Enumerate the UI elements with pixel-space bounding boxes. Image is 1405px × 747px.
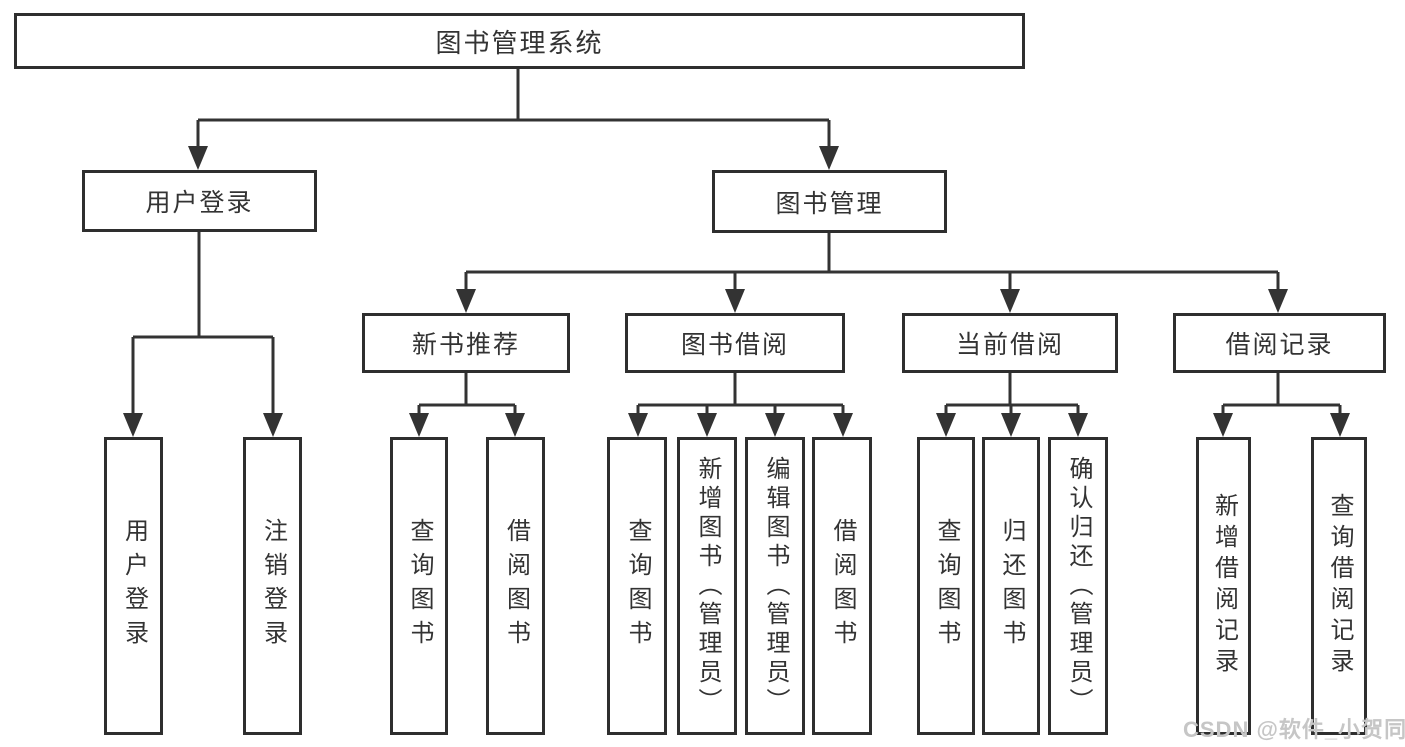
node-label: 查询图书 bbox=[406, 518, 433, 654]
leaf-logout: 注销登录 bbox=[243, 437, 302, 735]
connector-user-login-branch bbox=[131, 230, 275, 421]
node-label: 图书管理 bbox=[775, 189, 884, 218]
node-new-book-recommendation: 新书推荐 bbox=[362, 313, 570, 373]
node-label: 查询图书 bbox=[933, 518, 960, 654]
leaf-edit-book-admin: 编辑图书（管理员） bbox=[745, 437, 805, 735]
watermark: CSDN @软件_小贺同学 bbox=[1183, 717, 1405, 742]
node-borrowing-records: 借阅记录 bbox=[1173, 313, 1386, 373]
leaf-query-books-borrow: 查询图书 bbox=[607, 437, 667, 735]
connector-new-book-branch bbox=[417, 371, 517, 421]
leaf-add-borrow-record: 新增借阅记录 bbox=[1196, 437, 1251, 735]
arrowhead bbox=[1330, 413, 1350, 437]
node-book-borrowing: 图书借阅 bbox=[625, 313, 845, 373]
leaf-user-login: 用户登录 bbox=[104, 437, 163, 735]
arrowhead bbox=[1213, 413, 1233, 437]
leaf-query-books-current: 查询图书 bbox=[917, 437, 975, 735]
node-label: 新增借阅记录 bbox=[1210, 493, 1238, 679]
arrowhead bbox=[409, 413, 429, 437]
arrowhead bbox=[1068, 413, 1088, 437]
arrowhead bbox=[456, 289, 476, 313]
leaf-query-books-recommend: 查询图书 bbox=[390, 437, 448, 735]
node-library-management-system: 图书管理系统 bbox=[14, 13, 1025, 69]
leaf-return-books: 归还图书 bbox=[982, 437, 1040, 735]
node-current-borrowing: 当前借阅 bbox=[902, 313, 1118, 373]
node-book-management: 图书管理 bbox=[712, 170, 947, 233]
arrowhead bbox=[936, 413, 956, 437]
node-label: 图书借阅 bbox=[680, 331, 789, 359]
leaf-borrow-books-recommend: 借阅图书 bbox=[486, 437, 545, 735]
arrowhead bbox=[1268, 289, 1288, 313]
node-label: 用户登录 bbox=[145, 189, 254, 217]
node-label: 归还图书 bbox=[998, 518, 1025, 654]
node-label: 借阅图书 bbox=[829, 518, 856, 654]
arrowhead bbox=[263, 413, 283, 437]
node-label: 当前借阅 bbox=[955, 331, 1064, 359]
leaf-query-borrow-record: 查询借阅记录 bbox=[1311, 437, 1367, 735]
node-label: 借阅图书 bbox=[502, 518, 530, 654]
arrowhead bbox=[833, 413, 853, 437]
connector-book-borrow-branch bbox=[636, 371, 845, 421]
node-label: 用户登录 bbox=[120, 518, 148, 654]
node-label: 编辑图书（管理员） bbox=[762, 455, 789, 717]
node-label: 图书管理系统 bbox=[435, 27, 604, 58]
connector-book-management-branch bbox=[464, 231, 1280, 297]
node-label: 借阅记录 bbox=[1225, 331, 1334, 359]
leaf-borrow-books: 借阅图书 bbox=[812, 437, 872, 735]
arrowhead bbox=[1001, 413, 1021, 437]
node-label: 注销登录 bbox=[259, 518, 287, 654]
connector-borrow-record-branch bbox=[1221, 371, 1342, 421]
node-label: 新增图书（管理员） bbox=[694, 455, 721, 717]
node-label: 查询借阅记录 bbox=[1326, 493, 1353, 679]
arrowhead bbox=[505, 413, 525, 437]
arrowhead bbox=[697, 413, 717, 437]
arrowhead bbox=[819, 146, 839, 170]
arrowhead bbox=[188, 146, 208, 170]
arrowhead bbox=[123, 413, 143, 437]
arrowhead bbox=[1000, 289, 1020, 313]
leaf-confirm-return-admin: 确认归还（管理员） bbox=[1048, 437, 1108, 735]
connector-root-to-level1 bbox=[196, 67, 831, 154]
arrowheads bbox=[123, 146, 1350, 437]
node-label: 查询图书 bbox=[624, 518, 651, 654]
arrowhead bbox=[765, 413, 785, 437]
arrowhead bbox=[628, 413, 648, 437]
node-label: 确认归还（管理员） bbox=[1065, 455, 1092, 717]
leaf-add-book-admin: 新增图书（管理员） bbox=[677, 437, 737, 735]
node-user-login: 用户登录 bbox=[82, 170, 317, 232]
node-label: 新书推荐 bbox=[411, 331, 520, 359]
arrowhead bbox=[725, 289, 745, 313]
